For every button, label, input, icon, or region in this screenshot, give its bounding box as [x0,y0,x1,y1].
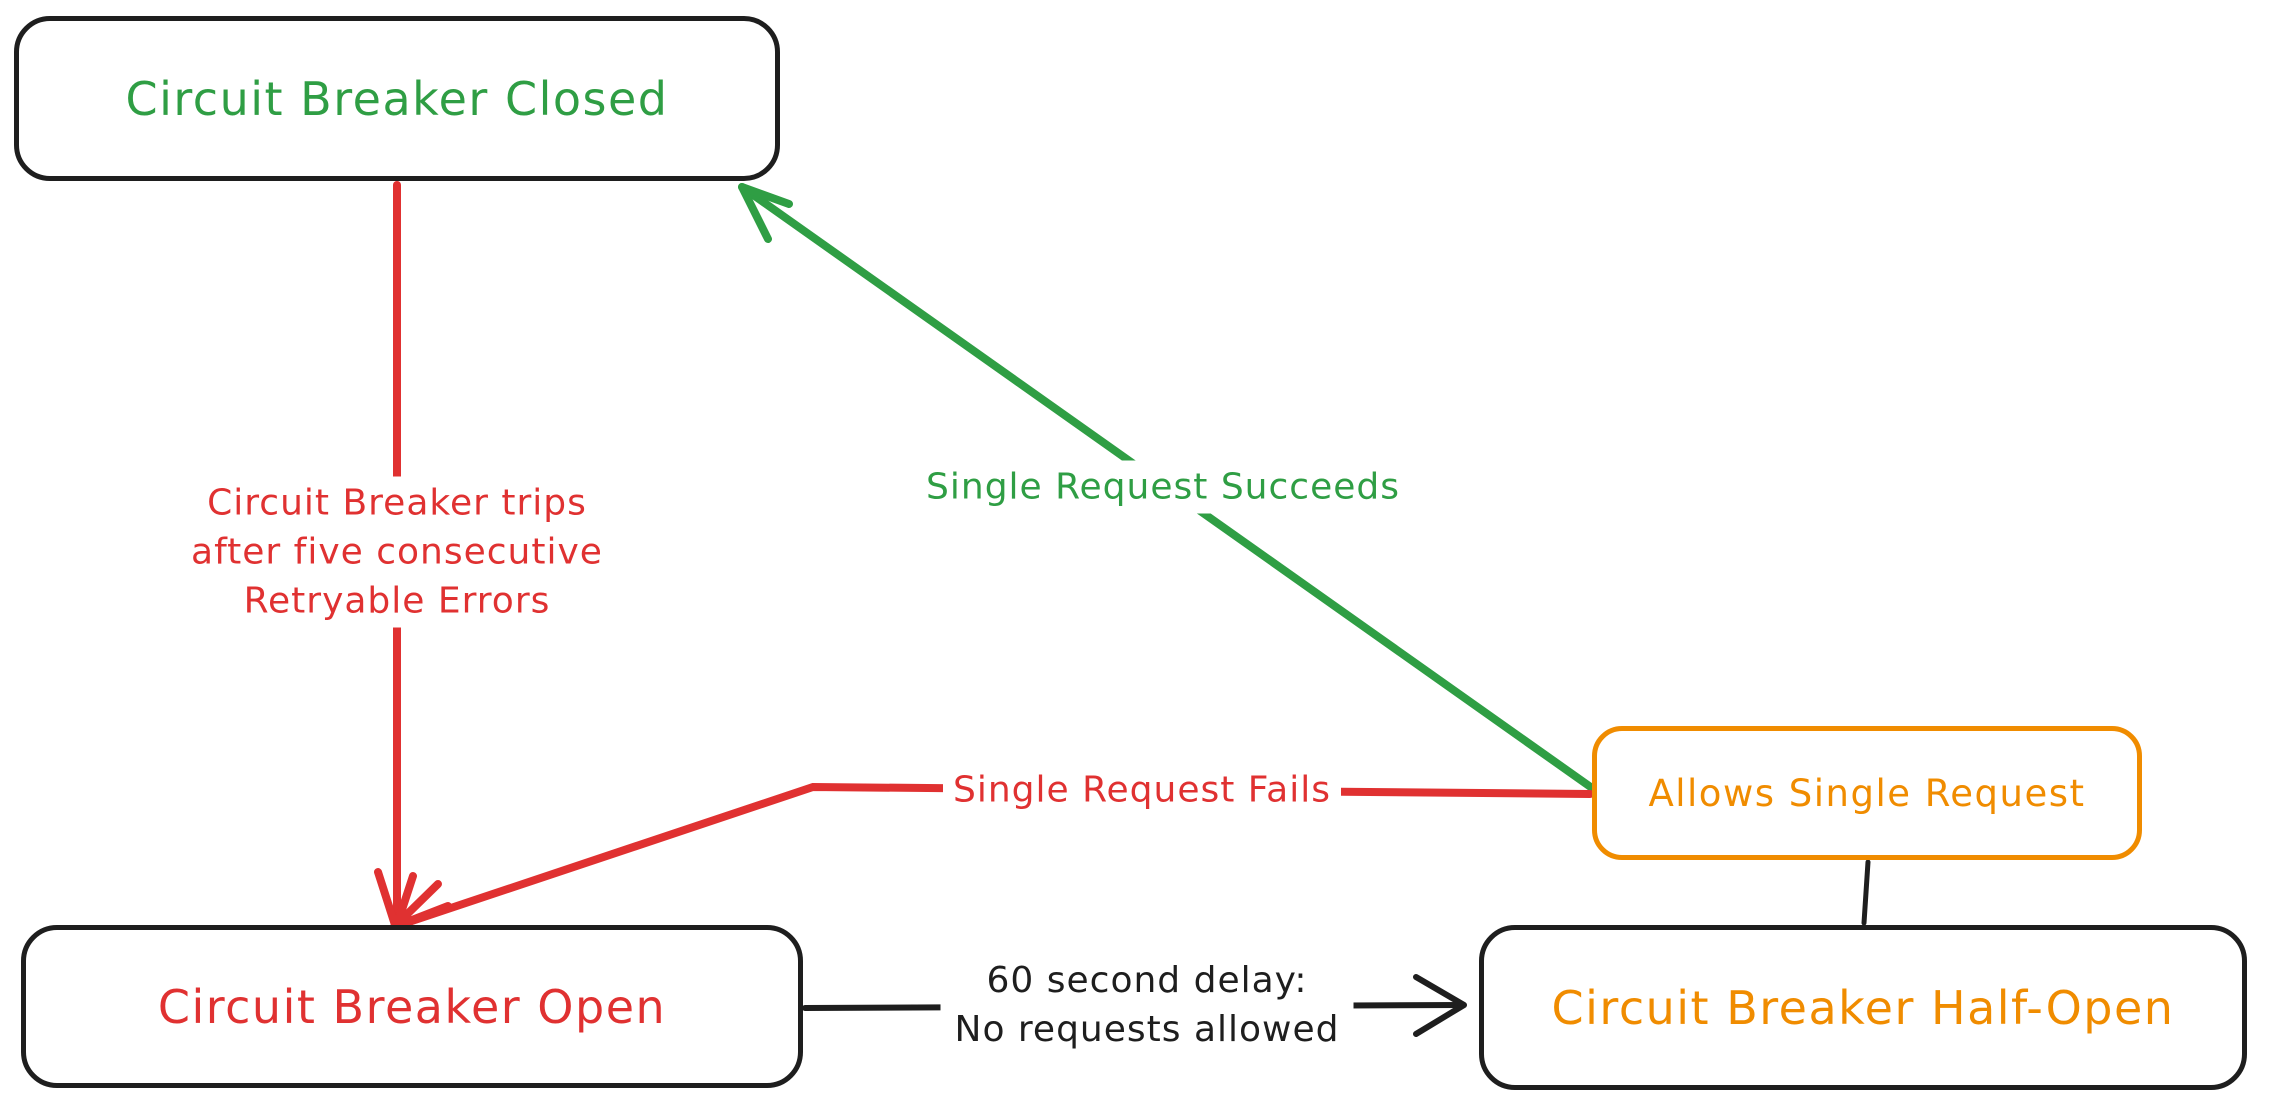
edge-delay-label: 60 second delay: No requests allowed [940,954,1354,1056]
node-circuit-breaker-open: Circuit Breaker Open [21,925,803,1088]
edge-fails-arrowhead [390,880,452,931]
edge-trips-label-line1: Circuit Breaker trips [207,482,587,524]
node-allows-single-request-label: Allows Single Request [1648,771,2086,815]
edge-succeeds-label: Single Request Succeeds [912,460,1414,514]
node-allows-single-request: Allows Single Request [1592,726,2142,860]
edge-allows-link-line [1861,859,1871,926]
edge-trips-label-line2: after five consecutive [191,531,603,573]
node-circuit-breaker-closed: Circuit Breaker Closed [14,16,780,181]
edge-delay-label-line1: 60 second delay: [986,960,1308,1001]
node-circuit-breaker-open-label: Circuit Breaker Open [157,979,667,1034]
edge-fails-label: Single Request Fails [942,765,1342,815]
edge-succeeds-arrowhead [738,183,793,243]
node-circuit-breaker-half-open: Circuit Breaker Half-Open [1479,925,2247,1090]
node-circuit-breaker-closed-label: Circuit Breaker Closed [125,71,669,126]
node-circuit-breaker-half-open-label: Circuit Breaker Half-Open [1551,980,2175,1035]
edge-delay-arrowhead [1413,974,1467,1037]
edge-delay-label-line2: No requests allowed [954,1009,1340,1050]
edge-trips-label: Circuit Breaker trips after five consecu… [177,476,617,628]
edge-trips-label-line3: Retryable Errors [243,580,551,622]
